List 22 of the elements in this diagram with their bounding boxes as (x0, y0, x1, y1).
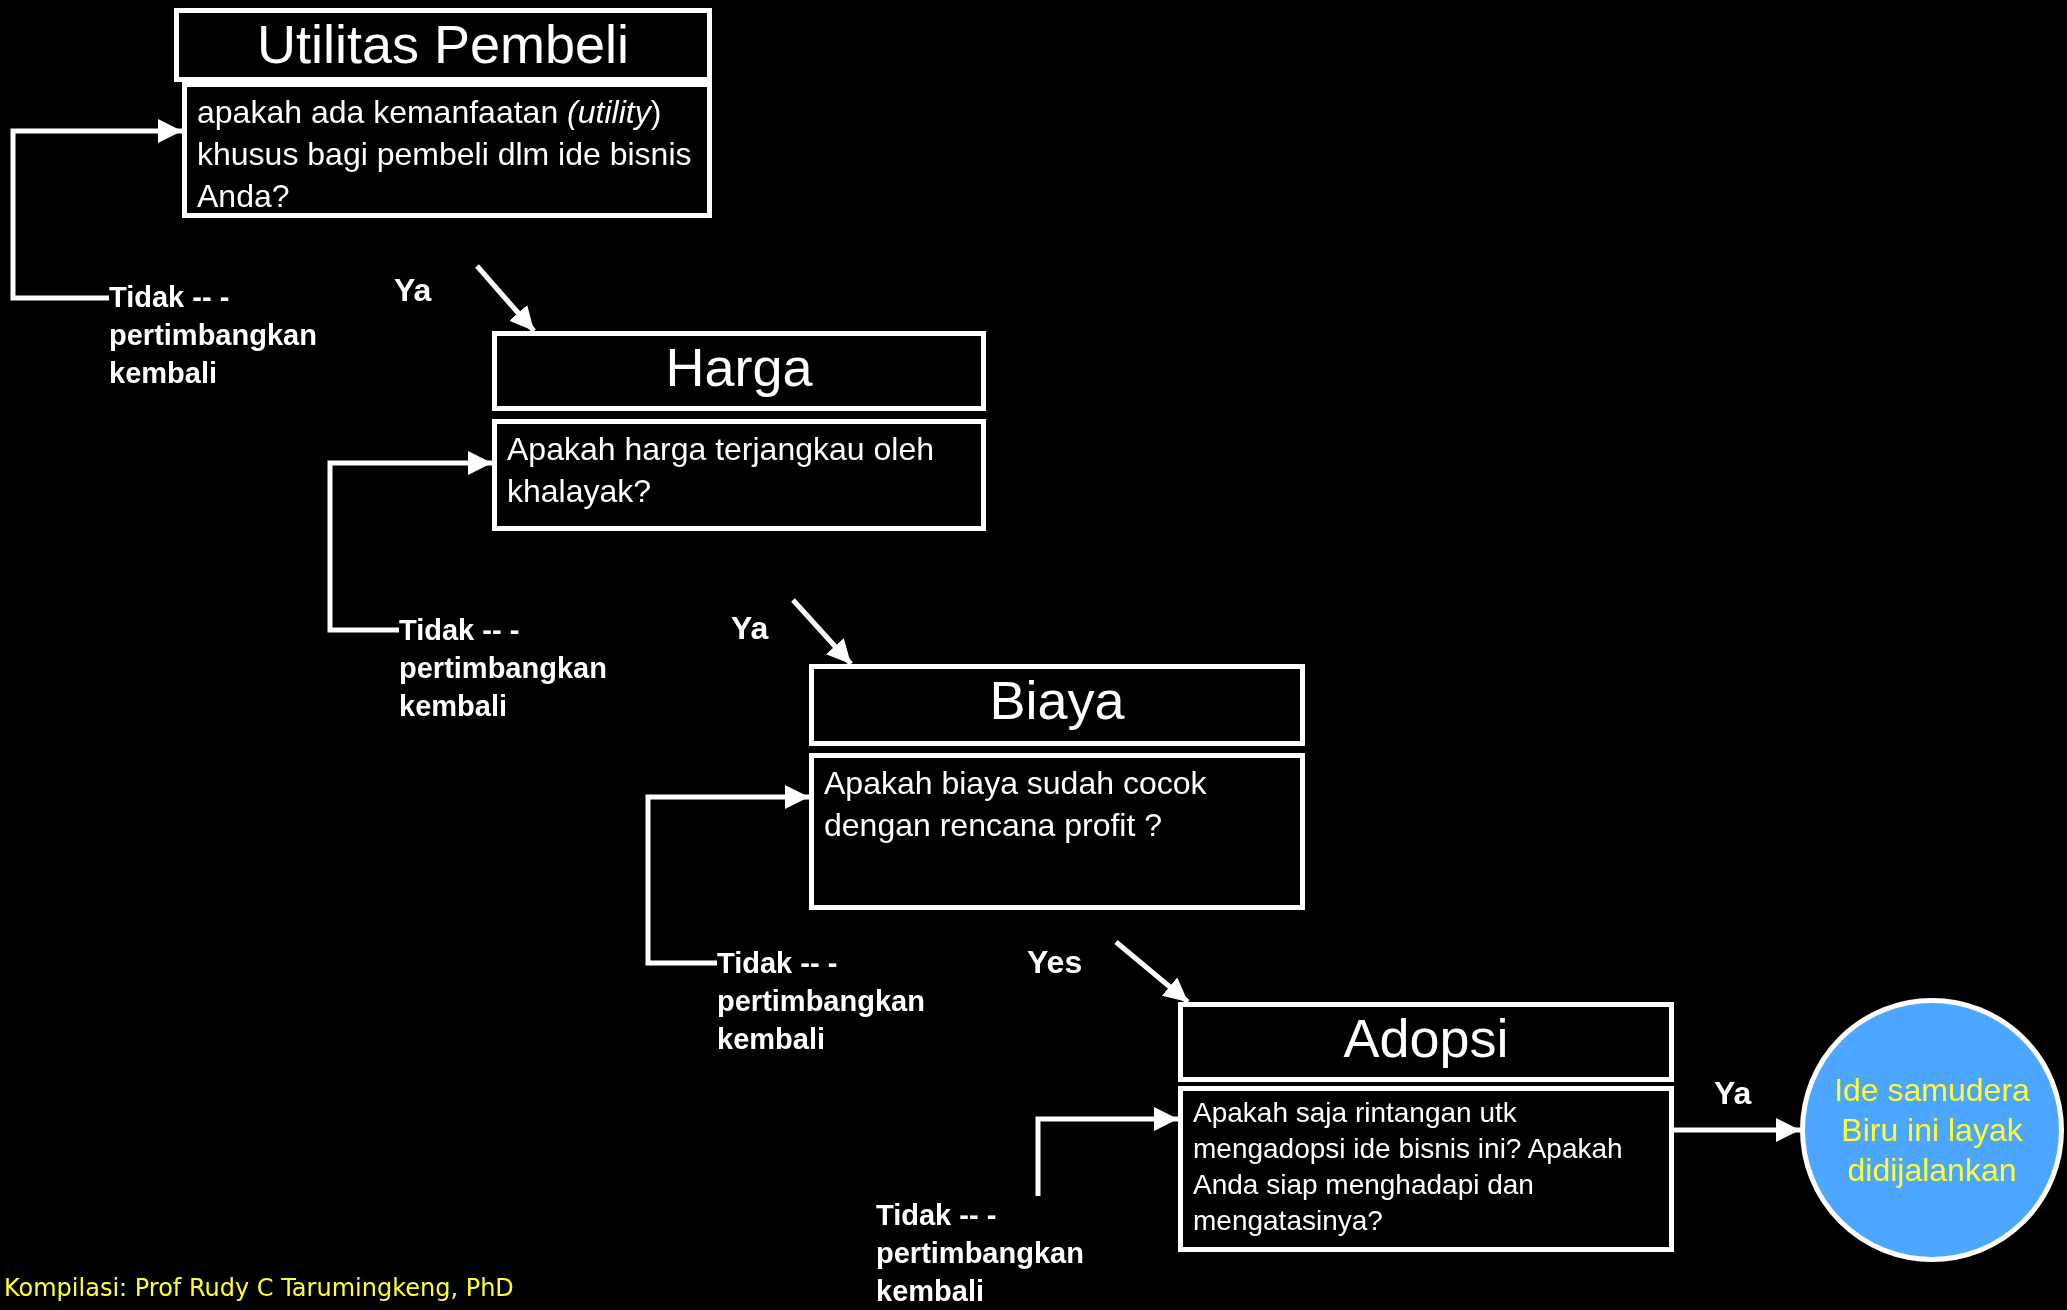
question-box: Apakah biaya sudah cocok dengan rencana profit ? (809, 753, 1305, 910)
arrow (791, 598, 853, 666)
arrow (1035, 1107, 1178, 1196)
no-branch-text: Tidak -- - pertimbangkan kembali (876, 1196, 1126, 1310)
arrow (327, 451, 492, 633)
question-box: Apakah harga terjangkau oleh khalayak? (492, 419, 986, 531)
question-box: Apakah saja rintangan utk mengadopsi ide bisnis ini? Apakah Anda siap menghadapi dan mengatasinya? (1178, 1086, 1674, 1252)
heading-box: Harga (492, 331, 986, 411)
question-box: apakah ada kemanfaatan (utility) khusus bagi pembeli dlm ide bisnis Anda? (182, 82, 712, 218)
heading-box: Adopsi (1178, 1002, 1674, 1082)
result-circle: Ide samudera Biru ini layak didijalankan (1800, 998, 2064, 1262)
no-branch-text: Tidak -- - pertimbangkan kembali (109, 278, 359, 392)
credit-note: Kompilasi: Prof Rudy C Tarumingkeng, PhD (4, 1274, 514, 1302)
arrow (1114, 940, 1190, 1004)
heading-box: Utilitas Pembeli (174, 8, 712, 82)
arrow (1674, 1118, 1800, 1142)
no-branch-text: Tidak -- - pertimbangkan kembali (399, 611, 649, 725)
arrow (645, 785, 809, 966)
arrow (475, 264, 536, 333)
heading-box: Biaya (809, 664, 1305, 746)
no-branch-text: Tidak -- - pertimbangkan kembali (717, 944, 967, 1058)
arrow (10, 119, 182, 301)
